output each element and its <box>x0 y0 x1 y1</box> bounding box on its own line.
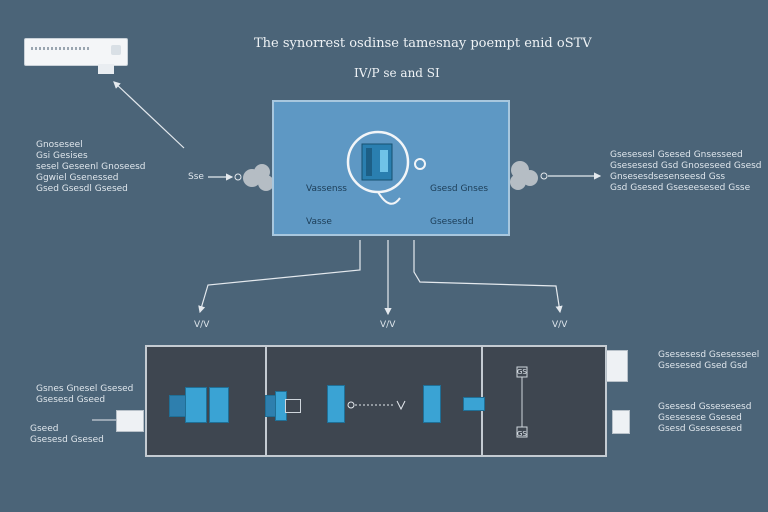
center-panel: Vassenss Vasse Gsesd Gnses Gsesesdd <box>272 100 510 236</box>
bottom-left-label-group: Gsnes Gnesel Gsesed Gsesesd Gseed <box>36 384 133 406</box>
small-label: GS <box>517 430 527 438</box>
wall-arrow-line <box>113 81 185 149</box>
module-block <box>463 397 485 411</box>
bottom-panel: GS GS <box>145 345 607 457</box>
diagram-subtitle: IV/P se and SI <box>354 66 440 80</box>
wall-unit-bracket <box>98 64 114 74</box>
center-label-line: Vassenss <box>306 184 347 194</box>
left-label: Ggwiel Gsenessed <box>36 173 119 183</box>
bottom-left-connector-box <box>116 410 144 432</box>
bottom-right-label: Gsesesesd Gsesesseel <box>658 350 760 360</box>
left-label: Gsi Gesises <box>36 151 88 161</box>
bottom-left-sub-group: Gseed Gsesesd Gsesed <box>30 424 104 446</box>
bottom-right-label: Gsesesed Gsed Gsd <box>658 361 748 371</box>
bottom-right-label-group-top: Gsesesesd Gsesesseel Gsesesed Gsed Gsd <box>658 350 759 372</box>
device-ring-icon <box>346 130 426 205</box>
cloud-icon-right <box>510 161 538 190</box>
right-label: Gsesesesd Gsd Gnoseseed Gsesd <box>610 161 762 171</box>
right-connector-box-bottom <box>612 410 630 434</box>
bottom-left-label: Gsesesd Gseed <box>36 395 106 405</box>
vertical-link <box>516 366 528 438</box>
module-block <box>327 385 345 423</box>
arrow-label: V/V <box>552 320 568 330</box>
bottom-left-sub-label: Gsesesd Gsesed <box>30 435 104 445</box>
vent-grille-icon <box>31 47 91 50</box>
left-label: Gnoseseel <box>36 140 83 150</box>
left-connector-label: Sse <box>188 172 204 182</box>
right-label-group: Gsesesesl Gsesed Gnsesseed Gsesesesd Gsd… <box>610 150 762 194</box>
module-block <box>209 387 229 423</box>
left-label-group: Gnoseseel Gsi Gesises sesel Geseenl Gnos… <box>36 140 146 195</box>
signal-line <box>347 400 406 411</box>
center-label-line: Gsesd Gnses <box>430 184 489 194</box>
bottom-right-label: Gsesesd Gssesesesd <box>658 402 752 412</box>
module-block <box>423 385 441 423</box>
arrow-label: V/V <box>194 320 210 330</box>
right-connector-box-top <box>606 350 628 382</box>
right-label: Gsd Gsesed Gseseesesed Gsse <box>610 183 751 193</box>
center-label-left: Vassenss Vasse <box>306 162 347 250</box>
cloud-icon-left <box>243 164 274 191</box>
bottom-right-label: Gsesd Gsesesesed <box>658 424 743 434</box>
indicator-icon <box>111 45 121 55</box>
connector-icon <box>285 399 301 413</box>
bottom-left-label: Gsnes Gnesel Gsesed <box>36 384 134 394</box>
right-label: Gnsesesdsesenseesd Gss <box>610 172 726 182</box>
bottom-left-sub-label: Gseed <box>30 424 59 434</box>
bottom-right-label: Gsesesese Gsesed <box>658 413 742 423</box>
small-label: GS <box>517 368 527 376</box>
arrow-label: V/V <box>380 320 396 330</box>
center-label-line: Gsesesdd <box>430 217 474 227</box>
wall-unit-device <box>24 38 128 66</box>
center-label-line: Vasse <box>306 217 332 227</box>
left-label: sesel Geseenl Gnoseesd <box>36 162 146 172</box>
right-label: Gsesesesl Gsesed Gnsesseed <box>610 150 743 160</box>
left-label: Gsed Gsesdl Gsesed <box>36 184 128 194</box>
bottom-right-label-group-bottom: Gsesesd Gssesesesd Gsesesese Gsesed Gses… <box>658 402 751 435</box>
module-block <box>185 387 207 423</box>
center-label-right: Gsesd Gnses Gsesesdd <box>430 162 488 250</box>
diagram-title: The synorrest osdinse tamesnay poempt en… <box>254 36 592 51</box>
